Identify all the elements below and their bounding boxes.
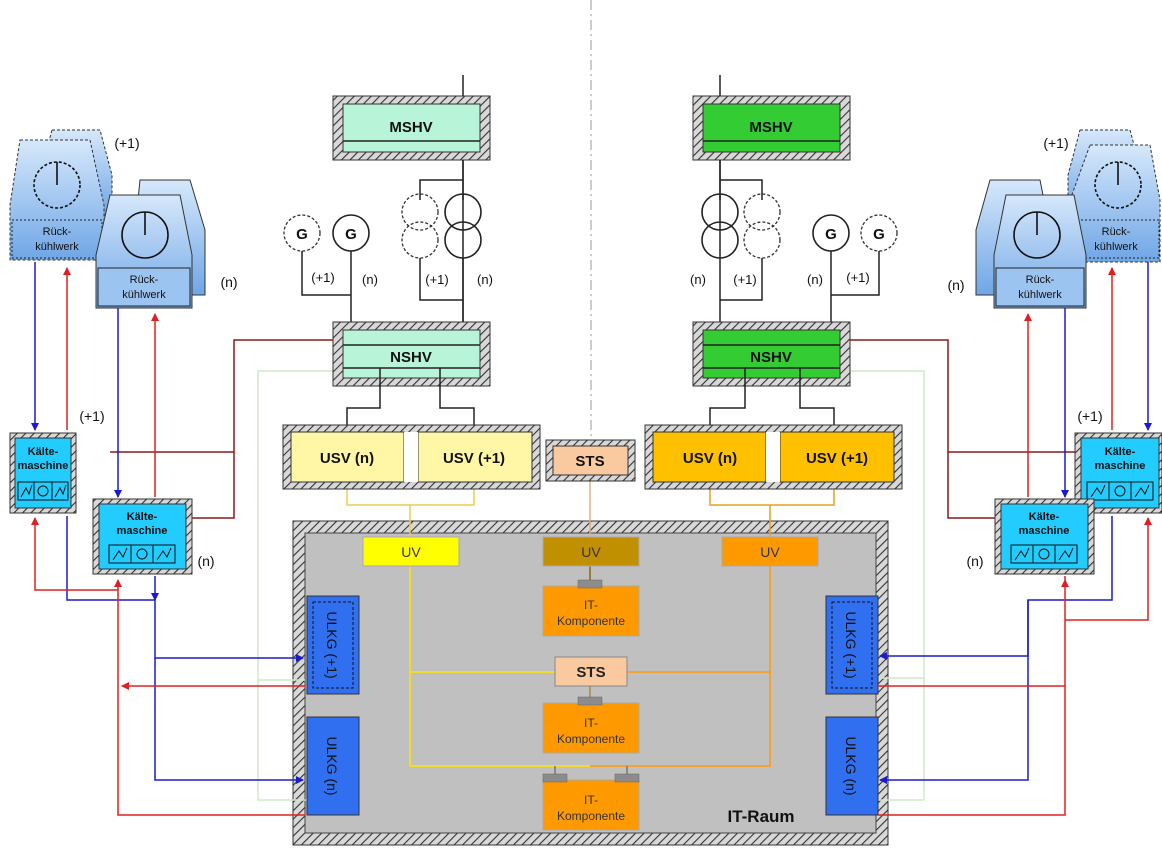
svg-text:(+1): (+1) [311, 270, 334, 285]
svg-text:(n): (n) [966, 553, 983, 569]
svg-text:Rück-: Rück- [1026, 274, 1055, 286]
usv-left-n-label: USV (n) [320, 450, 374, 467]
it-komponente-1: IT- Komponente [542, 579, 640, 637]
kaeltemaschine-left-n: Kälte- maschine [92, 498, 193, 575]
nshv-left: NSHV [332, 321, 491, 387]
svg-text:(n): (n) [197, 553, 214, 569]
svg-text:(+1): (+1) [733, 272, 756, 287]
rueckkuehlwerk-right-n: Rück- kühlwerk [975, 179, 1087, 309]
svg-text:(n): (n) [220, 274, 237, 290]
rueckkuehlwerk-left-plus1: Rück- kühlwerk [9, 129, 113, 261]
usv-right-to-uv [709, 482, 835, 537]
svg-text:kühlwerk: kühlwerk [122, 289, 166, 301]
svg-text:(n): (n) [477, 272, 493, 287]
uv-left-label: UV [401, 544, 421, 560]
svg-text:Kälte-: Kälte- [127, 511, 158, 523]
svg-text:(n): (n) [947, 277, 964, 293]
it-komponente-2: IT- Komponente [542, 696, 640, 754]
svg-text:Kälte-: Kälte- [1029, 511, 1060, 523]
usv-right-plus1-label: USV (+1) [806, 450, 868, 467]
it-room-label: IT-Raum [727, 807, 794, 826]
svg-text:(n): (n) [690, 272, 706, 287]
svg-text:G: G [296, 226, 308, 243]
generator-left-n: G [332, 214, 370, 252]
transformer-left-plus1 [401, 193, 439, 259]
generator-left-plus1: G [283, 214, 321, 252]
ulkg-plus1-right: ULKG (+1) [825, 595, 879, 695]
svg-text:(n): (n) [362, 272, 378, 287]
sts-internal: STS [554, 656, 628, 687]
mshv-right-label: MSHV [749, 119, 792, 136]
sts-top: STS [545, 439, 636, 482]
svg-text:maschine: maschine [117, 525, 168, 537]
svg-text:Kälte-: Kälte- [1105, 446, 1136, 458]
ulkg-plus1-left: ULKG (+1) [306, 595, 360, 695]
svg-text:Kälte-: Kälte- [28, 446, 59, 458]
usv-left: USV (n) USV (+1) [282, 424, 541, 490]
ulkg-n-left: ULKG (n) [306, 716, 360, 816]
svg-text:IT-: IT- [584, 716, 598, 730]
generator-right-n: G [812, 214, 850, 252]
svg-text:IT-: IT- [584, 598, 598, 612]
svg-text:IT-: IT- [584, 793, 598, 807]
svg-text:Rück-: Rück- [43, 226, 72, 238]
svg-text:ULKG (n): ULKG (n) [324, 736, 340, 795]
usv-right: USV (n) USV (+1) [644, 424, 903, 490]
ulkg-n-right: ULKG (n) [825, 716, 879, 816]
svg-text:(+1): (+1) [425, 272, 448, 287]
svg-text:STS: STS [576, 664, 605, 681]
svg-text:G: G [873, 226, 885, 243]
svg-text:(+1): (+1) [1077, 408, 1102, 424]
svg-text:(+1): (+1) [1043, 135, 1068, 151]
uv-orange-feed [590, 566, 771, 767]
svg-text:ULKG (+1): ULKG (+1) [843, 611, 859, 678]
svg-text:kühlwerk: kühlwerk [1094, 241, 1138, 253]
nshv-left-label: NSHV [390, 349, 432, 366]
svg-text:kühlwerk: kühlwerk [35, 241, 79, 253]
mshv-left-label: MSHV [389, 119, 432, 136]
uv-right: UV [721, 536, 819, 567]
nshv-left-ulkg-feed [257, 370, 336, 801]
svg-text:Komponente: Komponente [557, 732, 625, 746]
svg-text:maschine: maschine [18, 460, 69, 472]
uv-center-label: UV [581, 544, 601, 560]
mshv-left: MSHV [332, 95, 491, 161]
uv-left: UV [362, 536, 460, 567]
svg-text:G: G [825, 226, 837, 243]
uv-right-label: UV [760, 544, 780, 560]
nshv-right-label: NSHV [750, 349, 792, 366]
nshv-right-ulkg-feed [846, 370, 925, 801]
svg-text:(+1): (+1) [114, 135, 139, 151]
svg-text:ULKG (+1): ULKG (+1) [324, 611, 340, 678]
it-komponente-3: IT- Komponente [542, 773, 640, 831]
svg-text:Komponente: Komponente [557, 809, 625, 823]
svg-text:STS: STS [575, 453, 604, 470]
svg-text:(+1): (+1) [846, 270, 869, 285]
svg-text:kühlwerk: kühlwerk [1018, 289, 1062, 301]
transformer-right-plus1 [743, 193, 781, 259]
rueckkuehlwerk-right-plus1: Rück- kühlwerk [1067, 129, 1161, 263]
usv-left-to-uv [346, 482, 475, 537]
svg-text:G: G [345, 226, 357, 243]
svg-text:ULKG (n): ULKG (n) [843, 736, 859, 795]
generator-right-plus1: G [860, 214, 898, 252]
uv-yellow-feed [409, 566, 590, 767]
uv-center: UV [542, 536, 640, 567]
svg-text:(+1): (+1) [79, 408, 104, 424]
svg-text:(n): (n) [807, 272, 823, 287]
mshv-right: MSHV [692, 95, 851, 161]
transformer-right-n [701, 193, 739, 259]
kaeltemaschine-right-n: Kälte- maschine [994, 498, 1095, 575]
svg-text:Rück-: Rück- [130, 274, 159, 286]
usv-left-plus1-label: USV (+1) [443, 450, 505, 467]
rueckkuehlwerk-left-n: Rück- kühlwerk [95, 179, 206, 309]
kaeltemaschine-left-plus1: Kälte- maschine [9, 432, 77, 514]
svg-text:Rück-: Rück- [1102, 226, 1131, 238]
svg-text:maschine: maschine [1019, 525, 1070, 537]
svg-text:Komponente: Komponente [557, 614, 625, 628]
usv-right-n-label: USV (n) [683, 450, 737, 467]
svg-text:maschine: maschine [1095, 460, 1146, 472]
nshv-right: NSHV [692, 321, 851, 387]
